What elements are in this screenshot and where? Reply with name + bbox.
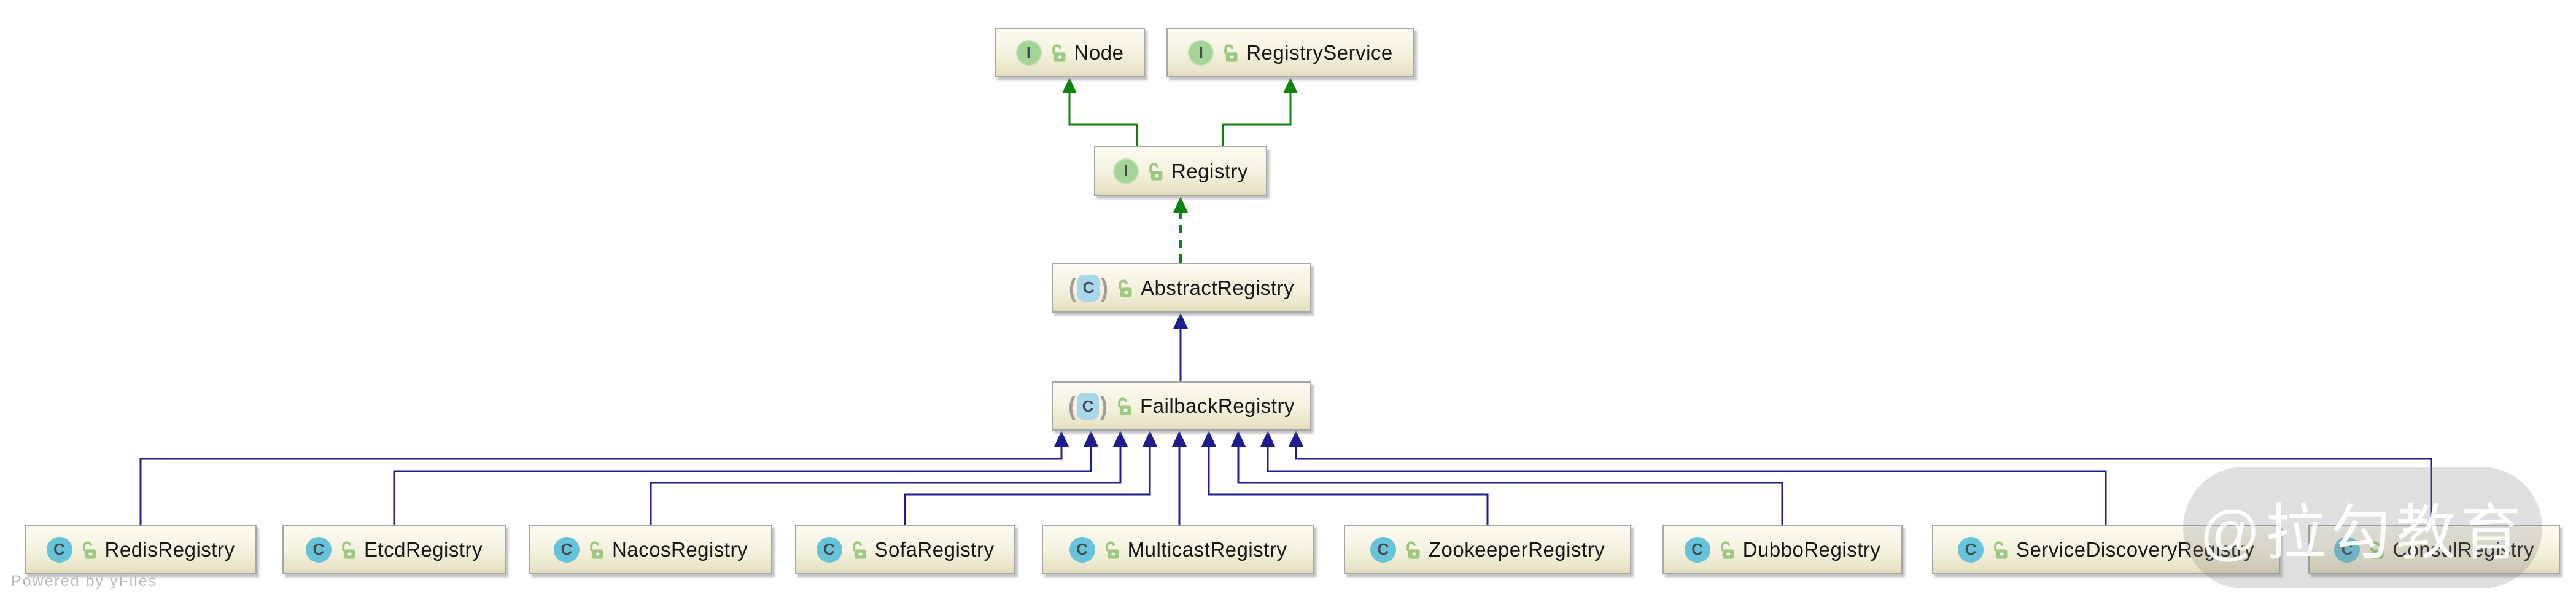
class-icon: C xyxy=(553,536,580,563)
watermark-text: @拉勾教育 xyxy=(2199,499,2526,566)
arrowhead-icon xyxy=(1201,431,1216,447)
class-letter-badge: C xyxy=(1077,393,1100,420)
public-unlocked-lock-icon xyxy=(82,541,96,559)
arrowhead-icon xyxy=(1062,77,1077,93)
inheritance-edge-nacos-registry-to-failback-registry xyxy=(650,431,1128,525)
class-icon: C xyxy=(816,536,842,563)
abstract-paren-left: ( xyxy=(1068,391,1076,420)
abstract-class-icon: (C) xyxy=(1068,273,1108,302)
public-unlocked-lock-icon xyxy=(1118,397,1131,415)
inheritance-edge-registry-to-node xyxy=(1062,77,1138,146)
arrowhead-icon xyxy=(1084,431,1098,447)
node-label: AbstractRegistry xyxy=(1140,276,1295,299)
class-node-sofa-registry[interactable]: C SofaRegistry xyxy=(795,525,1015,574)
class-node-zookeeper-registry[interactable]: C ZookeeperRegistry xyxy=(1344,525,1631,574)
public-unlocked-lock-icon xyxy=(1052,44,1066,62)
abstract-paren-right: ) xyxy=(1100,391,1108,420)
inheritance-edge-registry-to-registry-service xyxy=(1222,77,1298,146)
class-icon: C xyxy=(1958,536,1984,563)
powered-by-yfiles-label: Powered by yFiles xyxy=(11,573,158,590)
class-icon: C xyxy=(1684,536,1710,563)
class-icon: C xyxy=(305,536,332,563)
node-label: RegistryService xyxy=(1246,41,1393,64)
class-node-abstract-registry[interactable]: (C) AbstractRegistry xyxy=(1052,263,1311,313)
abstract-class-icon: (C) xyxy=(1068,391,1108,420)
class-icon: C xyxy=(1069,536,1095,563)
watermark: @拉勾教育 xyxy=(2183,467,2542,588)
inheritance-edge-dubbo-registry-to-failback-registry xyxy=(1231,431,1783,525)
class-node-multicast-registry[interactable]: C MulticastRegistry xyxy=(1042,525,1314,574)
class-letter-badge: C xyxy=(1077,274,1100,302)
class-icon: C xyxy=(1370,536,1396,563)
public-unlocked-lock-icon xyxy=(1720,541,1734,559)
arrowhead-icon xyxy=(1054,431,1069,447)
class-node-registry-service[interactable]: I RegistryService xyxy=(1166,28,1414,77)
arrowhead-icon xyxy=(1173,313,1188,329)
inheritance-edge-zookeeper-registry-to-failback-registry xyxy=(1201,431,1489,525)
arrowhead-icon xyxy=(1289,431,1303,447)
node-label: ServiceDiscoveryRegistry xyxy=(2016,538,2254,561)
node-label: EtcdRegistry xyxy=(363,538,483,561)
node-label: MulticastRegistry xyxy=(1127,538,1287,561)
arrowhead-icon xyxy=(1143,431,1157,447)
interface-icon: I xyxy=(1015,39,1042,66)
public-unlocked-lock-icon xyxy=(1105,541,1119,559)
public-unlocked-lock-icon xyxy=(852,541,866,559)
class-node-etcd-registry[interactable]: C EtcdRegistry xyxy=(282,525,506,574)
node-label: Node xyxy=(1074,41,1124,64)
public-unlocked-lock-icon xyxy=(1406,541,1420,559)
node-label: FailbackRegistry xyxy=(1140,394,1295,417)
class-icon: C xyxy=(46,536,72,563)
class-node-consul-registry[interactable]: C ConsulRegistry xyxy=(2308,525,2560,574)
inheritance-edge-multicast-registry-to-failback-registry xyxy=(1172,431,1187,525)
inheritance-edge-failback-registry-to-abstract-registry xyxy=(1173,313,1188,381)
public-unlocked-lock-icon xyxy=(1119,279,1132,297)
arrowhead-icon xyxy=(1231,431,1246,447)
arrowhead-icon xyxy=(1260,431,1275,447)
class-node-redis-registry[interactable]: C RedisRegistry xyxy=(25,525,257,574)
abstract-paren-right: ) xyxy=(1100,273,1108,302)
arrowhead-icon xyxy=(1283,77,1298,93)
node-label: ConsulRegistry xyxy=(2392,538,2534,561)
interface-icon: I xyxy=(1188,39,1214,66)
public-unlocked-lock-icon xyxy=(2370,541,2384,559)
public-unlocked-lock-icon xyxy=(342,541,355,559)
arrowhead-icon xyxy=(1173,197,1188,213)
public-unlocked-lock-icon xyxy=(1994,541,2008,559)
inheritance-edge-redis-registry-to-failback-registry xyxy=(139,431,1069,525)
public-unlocked-lock-icon xyxy=(1149,162,1163,181)
node-label: Registry xyxy=(1171,159,1249,182)
inheritance-edge-etcd-registry-to-failback-registry xyxy=(393,431,1098,525)
class-node-failback-registry[interactable]: (C) FailbackRegistry xyxy=(1052,381,1311,431)
node-label: RedisRegistry xyxy=(104,538,235,561)
public-unlocked-lock-icon xyxy=(1224,44,1238,62)
arrowhead-icon xyxy=(1113,431,1128,447)
inheritance-edge-consul-registry-to-failback-registry xyxy=(1289,431,2432,525)
arrowhead-icon xyxy=(1172,431,1187,447)
inheritance-edge-sofa-registry-to-failback-registry xyxy=(904,431,1157,525)
node-label: SofaRegistry xyxy=(874,538,995,561)
inheritance-edge-abstract-registry-to-registry xyxy=(1173,197,1188,263)
class-node-registry[interactable]: I Registry xyxy=(1094,146,1267,196)
class-node-dubbo-registry[interactable]: C DubboRegistry xyxy=(1662,525,1903,574)
class-node-nacos-registry[interactable]: C NacosRegistry xyxy=(529,525,772,574)
node-label: DubboRegistry xyxy=(1742,538,1881,561)
class-node-node[interactable]: I Node xyxy=(995,28,1145,77)
inheritance-edge-service-discovery-registry-to-failback-registry xyxy=(1260,431,2107,525)
abstract-paren-left: ( xyxy=(1068,273,1076,302)
node-label: NacosRegistry xyxy=(611,538,748,561)
public-unlocked-lock-icon xyxy=(590,541,603,559)
interface-icon: I xyxy=(1112,158,1139,184)
node-label: ZookeeperRegistry xyxy=(1428,538,1605,561)
class-icon: C xyxy=(2334,536,2361,563)
class-node-service-discovery-registry[interactable]: C ServiceDiscoveryRegistry xyxy=(1932,525,2280,574)
